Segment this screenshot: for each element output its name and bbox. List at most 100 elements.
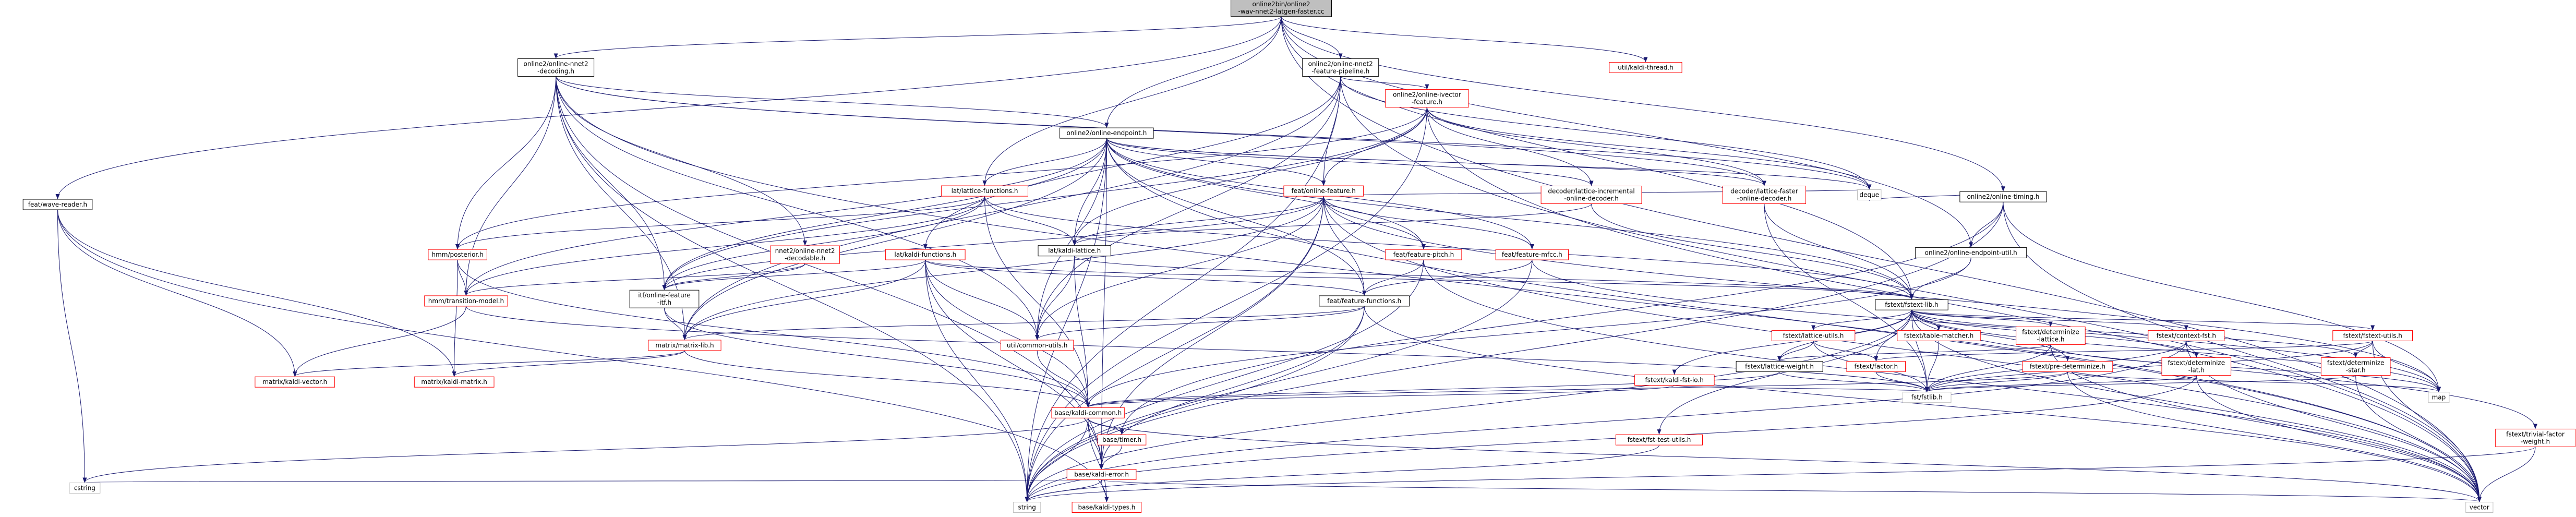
- node-label: fstext/trivial-factor: [2506, 430, 2565, 438]
- node-hmm-transition-model[interactable]: hmm/transition-model.h: [424, 295, 508, 307]
- edge-fstext-pre-determinize-to-base-kaldi-common: [1086, 371, 2068, 408]
- node-matrix-kaldi-matrix[interactable]: matrix/kaldi-matrix.h: [414, 376, 495, 388]
- node-nnet2-online-nnet2-decodable[interactable]: nnet2/online-nnet2-decodable.h: [770, 245, 840, 264]
- node-feat-feature-functions[interactable]: feat/feature-functions.h: [1319, 295, 1410, 307]
- edge-fstext-kaldi-fst-io-to-fst-fstlib: [1674, 385, 1929, 392]
- edge-fstext-fstext-lib-to-vector: [1911, 310, 2482, 502]
- edge-itf-online-feature-to-base-kaldi-common: [664, 308, 1090, 408]
- node-fstext-table-matcher[interactable]: fstext/table-matcher.h: [1897, 330, 1981, 341]
- edge-fstext-determinize-lattice-to-fstext-lattice-weight: [1777, 344, 2051, 362]
- node-online2-online-endpoint[interactable]: online2/online-endpoint.h: [1060, 127, 1154, 139]
- node-base-kaldi-common[interactable]: base/kaldi-common.h: [1051, 407, 1125, 418]
- edge-util-common-utils-to-base-kaldi-common: [1037, 350, 1090, 408]
- node-fstext-determinize-lattice[interactable]: fstext/determinize-lattice.h: [2016, 326, 2086, 345]
- edge-root-to-online2-online-endpoint: [1104, 16, 1282, 128]
- node-fstext-factor[interactable]: fstext/factor.h: [1846, 361, 1906, 372]
- node-hmm-posterior[interactable]: hmm/posterior.h: [428, 249, 487, 260]
- node-box: [885, 249, 966, 260]
- edge-lat-kaldi-functions-to-feat-feature-functions: [925, 259, 1366, 296]
- node-box: [414, 376, 495, 388]
- node-label: -decodable.h: [785, 255, 825, 262]
- node-base-kaldi-types[interactable]: base/kaldi-types.h: [1072, 502, 1142, 513]
- node-fstext-determinize-star[interactable]: fstext/determinize-star.h: [2320, 357, 2391, 376]
- edge-fstext-fstext-utils-to-fstext-determinize-star: [2353, 341, 2373, 358]
- node-box: [2332, 330, 2413, 341]
- node-label: fstext/table-matcher.h: [1904, 332, 1974, 339]
- node-label: -online-decoder.h: [1737, 195, 1792, 202]
- node-feat-wave-reader[interactable]: feat/wave-reader.h: [22, 199, 93, 210]
- edge-online2-feature-pipeline-to-util-common-utils: [1035, 76, 1341, 340]
- node-box: [1897, 330, 1981, 341]
- edge-online2-online-endpoint-to-itf-online-feature: [662, 138, 1107, 291]
- node-base-kaldi-error[interactable]: base/kaldi-error.h: [1066, 469, 1137, 480]
- node-fstext-lattice-utils[interactable]: fstext/lattice-utils.h: [1771, 330, 1856, 341]
- node-fstext-fstext-utils[interactable]: fstext/fstext-utils.h: [2332, 330, 2413, 341]
- node-online2-online-ivector[interactable]: online2/online-ivector-feature.h: [1385, 89, 1469, 108]
- edge-feat-wave-reader-to-matrix-kaldi-matrix: [57, 209, 456, 377]
- edge-online2-online-timing-to-online2-online-endpoint-util: [1969, 202, 2004, 248]
- edge-online2-nnet2-decoding-to-decoder-faster-online: [556, 76, 1766, 186]
- edge-lat-kaldi-functions-to-matrix-matrix-lib: [682, 260, 926, 340]
- edge-online2-online-ivector-to-vector: [1426, 107, 2482, 502]
- node-util-common-utils[interactable]: util/common-utils.h: [1001, 340, 1074, 351]
- node-feat-feature-pitch[interactable]: feat/feature-pitch.h: [1385, 249, 1462, 260]
- node-fstext-pre-determinize[interactable]: fstext/pre-determinize.h: [2022, 361, 2113, 372]
- node-base-timer[interactable]: base/timer.h: [1097, 434, 1147, 446]
- node-matrix-matrix-lib[interactable]: matrix/matrix-lib.h: [648, 340, 721, 351]
- node-fstext-trivial-factor-weight[interactable]: fstext/trivial-factor-weight.h: [2495, 428, 2575, 447]
- node-online2-feature-pipeline[interactable]: online2/online-nnet2-feature-pipeline.h: [1302, 58, 1379, 77]
- node-label: nnet2/online-nnet2: [775, 247, 835, 255]
- node-decoder-incremental[interactable]: decoder/lattice-incremental-online-decod…: [1540, 186, 1642, 204]
- node-online2-online-endpoint-util[interactable]: online2/online-endpoint-util.h: [1915, 247, 2027, 258]
- node-box: [1060, 127, 1154, 139]
- edge-feat-online-feature-to-feat-feature-mfcc: [1323, 196, 1534, 250]
- node-fstext-determinize-lat[interactable]: fstext/determinize-lat.h: [2161, 357, 2232, 376]
- node-label: decoder/lattice-incremental: [1548, 188, 1634, 195]
- node-decoder-faster-online[interactable]: decoder/lattice-faster-online-decoder.h: [1722, 186, 1807, 204]
- edge-lat-lattice-functions-to-fstext-fstext-lib: [984, 196, 1914, 300]
- edge-online2-online-ivector-to-itf-online-feature: [662, 107, 1427, 291]
- edge-fstext-context-fst-to-fstext-determinize-lat: [2186, 341, 2199, 358]
- edge-fstext-fstext-lib-to-fstext-table-matcher: [1911, 310, 1941, 331]
- edge-base-kaldi-error-to-vector: [1101, 479, 2481, 502]
- node-fstext-fst-test-utils[interactable]: fstext/fst-test-utils.h: [1615, 434, 1703, 446]
- node-lat-kaldi-lattice[interactable]: lat/kaldi-lattice.h: [1038, 245, 1111, 257]
- edge-lat-lattice-functions-to-hmm-posterior: [455, 196, 985, 250]
- node-label: util/kaldi-thread.h: [1618, 64, 1673, 71]
- node-box: [2161, 357, 2232, 376]
- edge-base-kaldi-common-to-base-kaldi-types: [1088, 418, 1109, 502]
- edge-base-kaldi-common-to-base-kaldi-error: [1088, 418, 1104, 470]
- edge-online2-nnet2-decoding-to-hmm-posterior: [455, 76, 557, 250]
- node-itf-online-feature[interactable]: itf/online-feature-itf.h: [629, 290, 700, 308]
- edge-fstext-trivial-factor-weight-to-vector: [2477, 447, 2536, 502]
- node-feat-online-feature[interactable]: feat/online-feature.h: [1283, 185, 1364, 197]
- node-fstext-fstext-lib[interactable]: fstext/fstext-lib.h: [1875, 299, 1948, 310]
- node-box: [1609, 62, 1682, 73]
- edge-root-to-online2-online-endpoint-util: [1281, 16, 1973, 248]
- node-fstext-context-fst[interactable]: fstext/context-fst.h: [2148, 330, 2225, 341]
- node-label: online2/online-endpoint-util.h: [1925, 249, 2017, 256]
- edge-root-to-online2-online-timing: [1281, 16, 2005, 192]
- node-fstext-lattice-weight[interactable]: fstext/lattice-weight.h: [1736, 361, 1823, 372]
- node-fstext-kaldi-fst-io[interactable]: fstext/kaldi-fst-io.h: [1634, 375, 1715, 386]
- edge-online2-online-ivector-to-lat-kaldi-lattice: [1072, 107, 1427, 246]
- node-label: fstext/factor.h: [1854, 363, 1898, 370]
- node-matrix-kaldi-vector[interactable]: matrix/kaldi-vector.h: [255, 376, 335, 388]
- node-box: [1013, 502, 1041, 513]
- node-label: -online-decoder.h: [1564, 195, 1619, 202]
- edge-feat-wave-reader-to-cstring: [57, 209, 87, 483]
- node-box: [1385, 89, 1469, 108]
- node-online2-online-timing[interactable]: online2/online-timing.h: [1959, 191, 2047, 202]
- node-online2-nnet2-decoding[interactable]: online2/online-nnet2-decoding.h: [517, 58, 595, 77]
- edge-matrix-matrix-lib-to-matrix-kaldi-matrix: [452, 350, 685, 377]
- node-box: [1846, 361, 1906, 372]
- node-feat-feature-mfcc[interactable]: feat/feature-mfcc.h: [1495, 249, 1569, 260]
- node-lat-lattice-functions[interactable]: lat/lattice-functions.h: [941, 185, 1029, 197]
- edge-feat-feature-functions-to-vector: [1364, 306, 2482, 502]
- edge-fstext-determinize-lat-to-vector: [2196, 375, 2482, 502]
- node-label: fstext/pre-determinize.h: [2030, 363, 2105, 370]
- node-fst-fstlib: fst/fstlib.h: [1903, 392, 1952, 403]
- node-box: [22, 199, 93, 210]
- node-lat-kaldi-functions[interactable]: lat/kaldi-functions.h: [885, 249, 966, 260]
- node-util-kaldi-thread[interactable]: util/kaldi-thread.h: [1609, 62, 1682, 73]
